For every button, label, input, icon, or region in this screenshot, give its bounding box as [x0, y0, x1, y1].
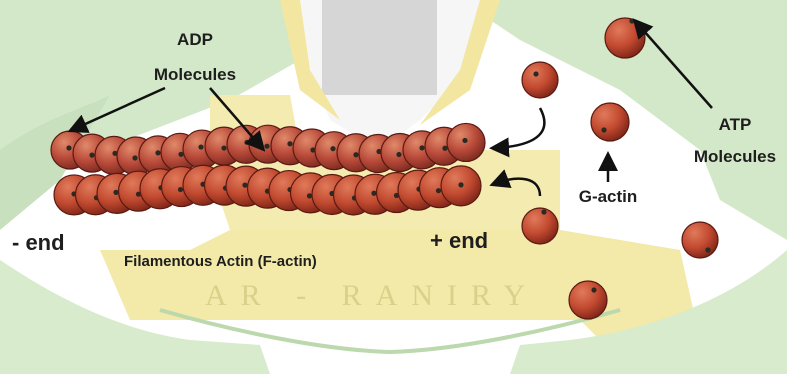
nucleotide-dot — [419, 145, 424, 150]
nucleotide-dot — [287, 141, 292, 146]
nucleotide-dot — [436, 188, 441, 193]
adp-label-line1: ADP — [177, 30, 213, 49]
nucleotide-dot — [198, 144, 203, 149]
f-actin-label: Filamentous Actin (F-actin) — [124, 253, 317, 270]
nucleotide-dot — [462, 138, 467, 143]
nucleotide-dot — [330, 146, 335, 151]
nucleotide-dot — [242, 183, 247, 188]
g-actin-label: G-actin — [579, 187, 638, 206]
nucleotide-dot — [353, 152, 358, 157]
f-actin-filament — [51, 123, 485, 215]
nucleotide-dot — [629, 18, 634, 23]
nucleotide-dot — [155, 150, 160, 155]
g-actin-monomer — [522, 62, 558, 98]
nucleotide-dot — [264, 144, 269, 149]
nucleotide-dot — [132, 155, 137, 160]
nucleotide-dot — [601, 127, 606, 132]
nucleotide-dot — [541, 209, 546, 214]
adp-label-line2: Molecules — [154, 65, 236, 84]
nucleotide-dot — [307, 193, 312, 198]
minus-end-label: - end — [12, 230, 65, 255]
binding-arrow-top — [494, 108, 544, 148]
nucleotide-dot — [533, 71, 538, 76]
g-actin-monomer — [591, 103, 629, 141]
nucleotide-dot — [396, 152, 401, 157]
nucleotide-dot — [458, 182, 463, 187]
watermark-text: AR - RANIRY — [205, 279, 539, 312]
g-actin-monomer — [569, 281, 607, 319]
actin-subunit-upper — [447, 123, 485, 161]
nucleotide-dot — [371, 191, 376, 196]
g-actin-monomer — [522, 208, 558, 244]
atp-label-line2: Molecules — [694, 147, 776, 166]
nucleotide-dot — [591, 287, 596, 292]
nucleotide-dot — [178, 187, 183, 192]
nucleotide-dot — [705, 247, 710, 252]
nucleotide-dot — [89, 153, 94, 158]
nucleotide-dot — [66, 145, 71, 150]
actin-subunit-lower — [441, 166, 481, 206]
nucleotide-dot — [221, 145, 226, 150]
g-actin-monomer — [682, 222, 718, 258]
plus-end-label: + end — [430, 228, 488, 253]
atp-label-line1: ATP — [719, 115, 752, 134]
nucleotide-dot — [113, 190, 118, 195]
